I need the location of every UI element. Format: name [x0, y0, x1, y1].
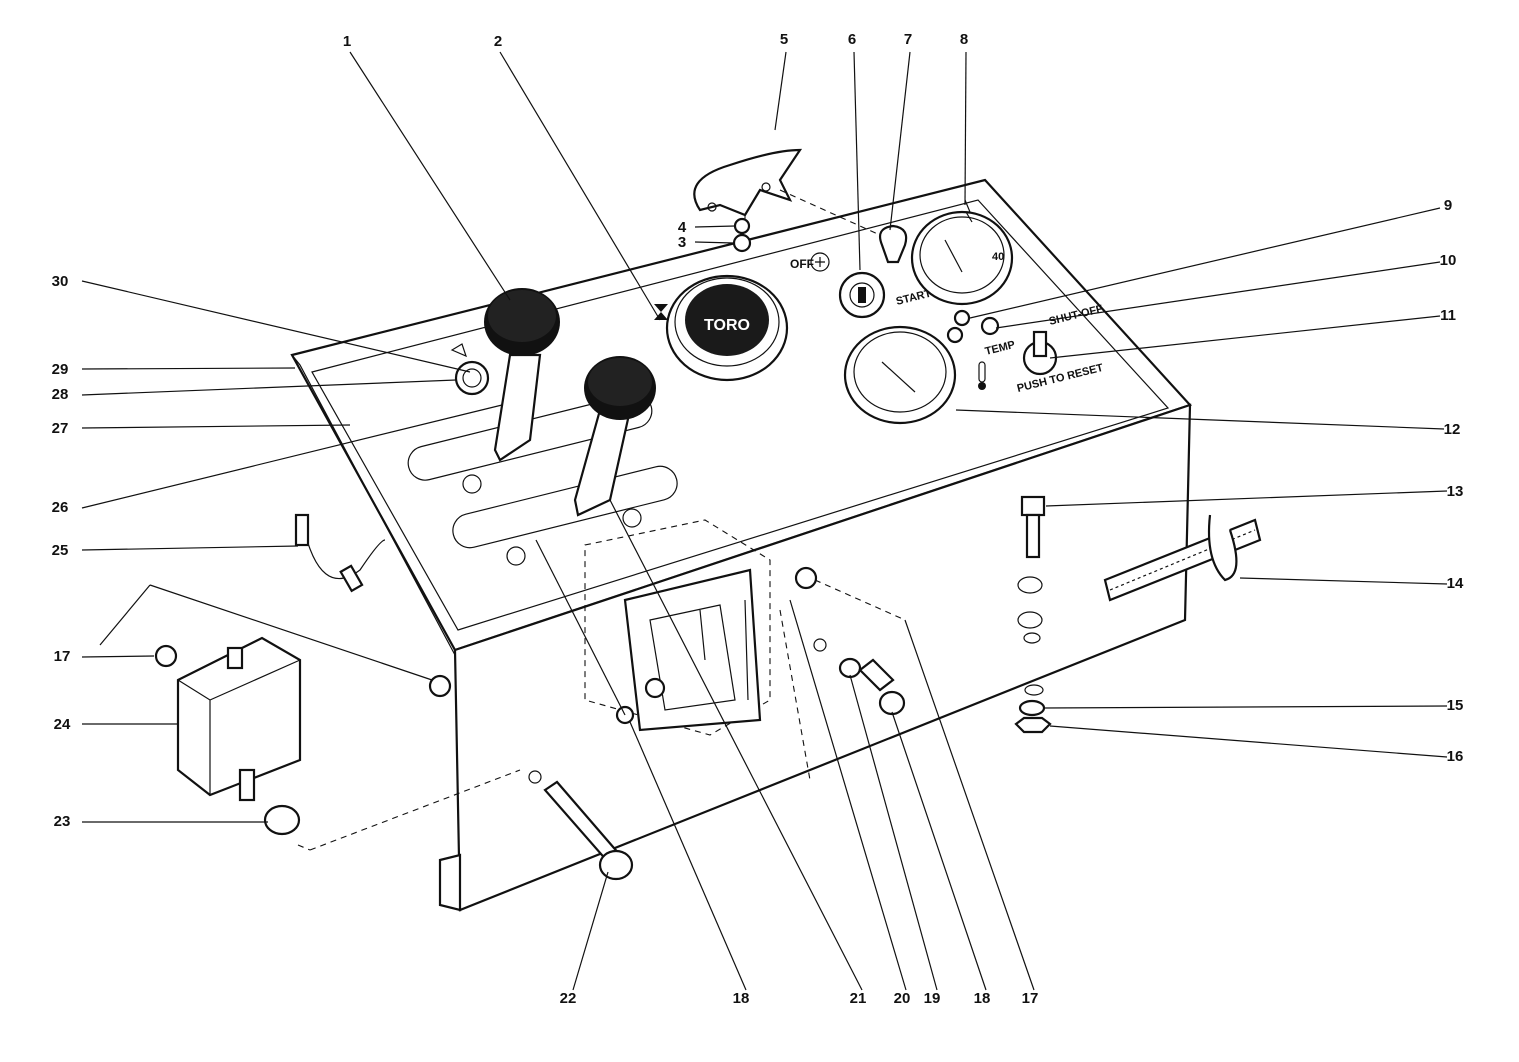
callout-17: 17	[54, 648, 71, 665]
callout-4: 4	[678, 219, 687, 236]
lever-1	[484, 288, 560, 462]
callout-3: 3	[678, 234, 686, 251]
lever-2	[573, 356, 656, 517]
callout-18: 18	[733, 990, 750, 1007]
callout-30: 30	[52, 273, 69, 290]
callout-29: 29	[52, 361, 69, 378]
callout-8: 8	[960, 31, 968, 48]
callout-2: 2	[494, 33, 502, 50]
callout-9: 9	[1444, 197, 1452, 214]
off-label: OFF	[790, 257, 814, 271]
lever-slots	[407, 393, 678, 566]
callout-7: 7	[904, 31, 912, 48]
key-icon	[878, 224, 908, 264]
callout-22: 22	[560, 990, 577, 1007]
battery-icon	[810, 252, 830, 272]
callout-10: 10	[1440, 252, 1457, 269]
callout-18: 18	[974, 990, 991, 1007]
callout-15: 15	[1447, 697, 1464, 714]
callout-24: 24	[54, 716, 71, 733]
callout-20: 20	[894, 990, 911, 1007]
relay-module	[154, 636, 521, 851]
callout-21: 21	[850, 990, 867, 1007]
wire-harness	[294, 513, 386, 593]
callout-26: 26	[52, 499, 69, 516]
callout-6: 6	[848, 31, 856, 48]
svg-text:40: 40	[992, 251, 1004, 263]
callout-16: 16	[1447, 748, 1464, 765]
leader-lines	[81, 51, 1448, 991]
choke-icon	[450, 343, 467, 358]
callout-28: 28	[52, 386, 69, 403]
hour-meter: TORO	[654, 274, 789, 382]
callout-27: 27	[52, 420, 69, 437]
thermometer-icon	[978, 361, 986, 390]
callout-14: 14	[1447, 575, 1464, 592]
callout-5: 5	[780, 31, 788, 48]
callout-19: 19	[924, 990, 941, 1007]
temperature-gauge	[843, 325, 986, 425]
callout-13: 13	[1447, 483, 1464, 500]
callout-23: 23	[54, 813, 71, 830]
bracket-assembly	[535, 519, 771, 736]
callout-1: 1	[343, 33, 351, 50]
lightning-icon	[964, 199, 973, 223]
callout-11: 11	[1440, 307, 1456, 324]
callout-17: 17	[1022, 990, 1039, 1007]
callout-25: 25	[52, 542, 69, 559]
cable-bundle	[1103, 514, 1262, 602]
callout-12: 12	[1444, 421, 1461, 438]
brand-logo-text: TORO	[704, 317, 750, 334]
ammeter: 40	[910, 199, 1014, 306]
